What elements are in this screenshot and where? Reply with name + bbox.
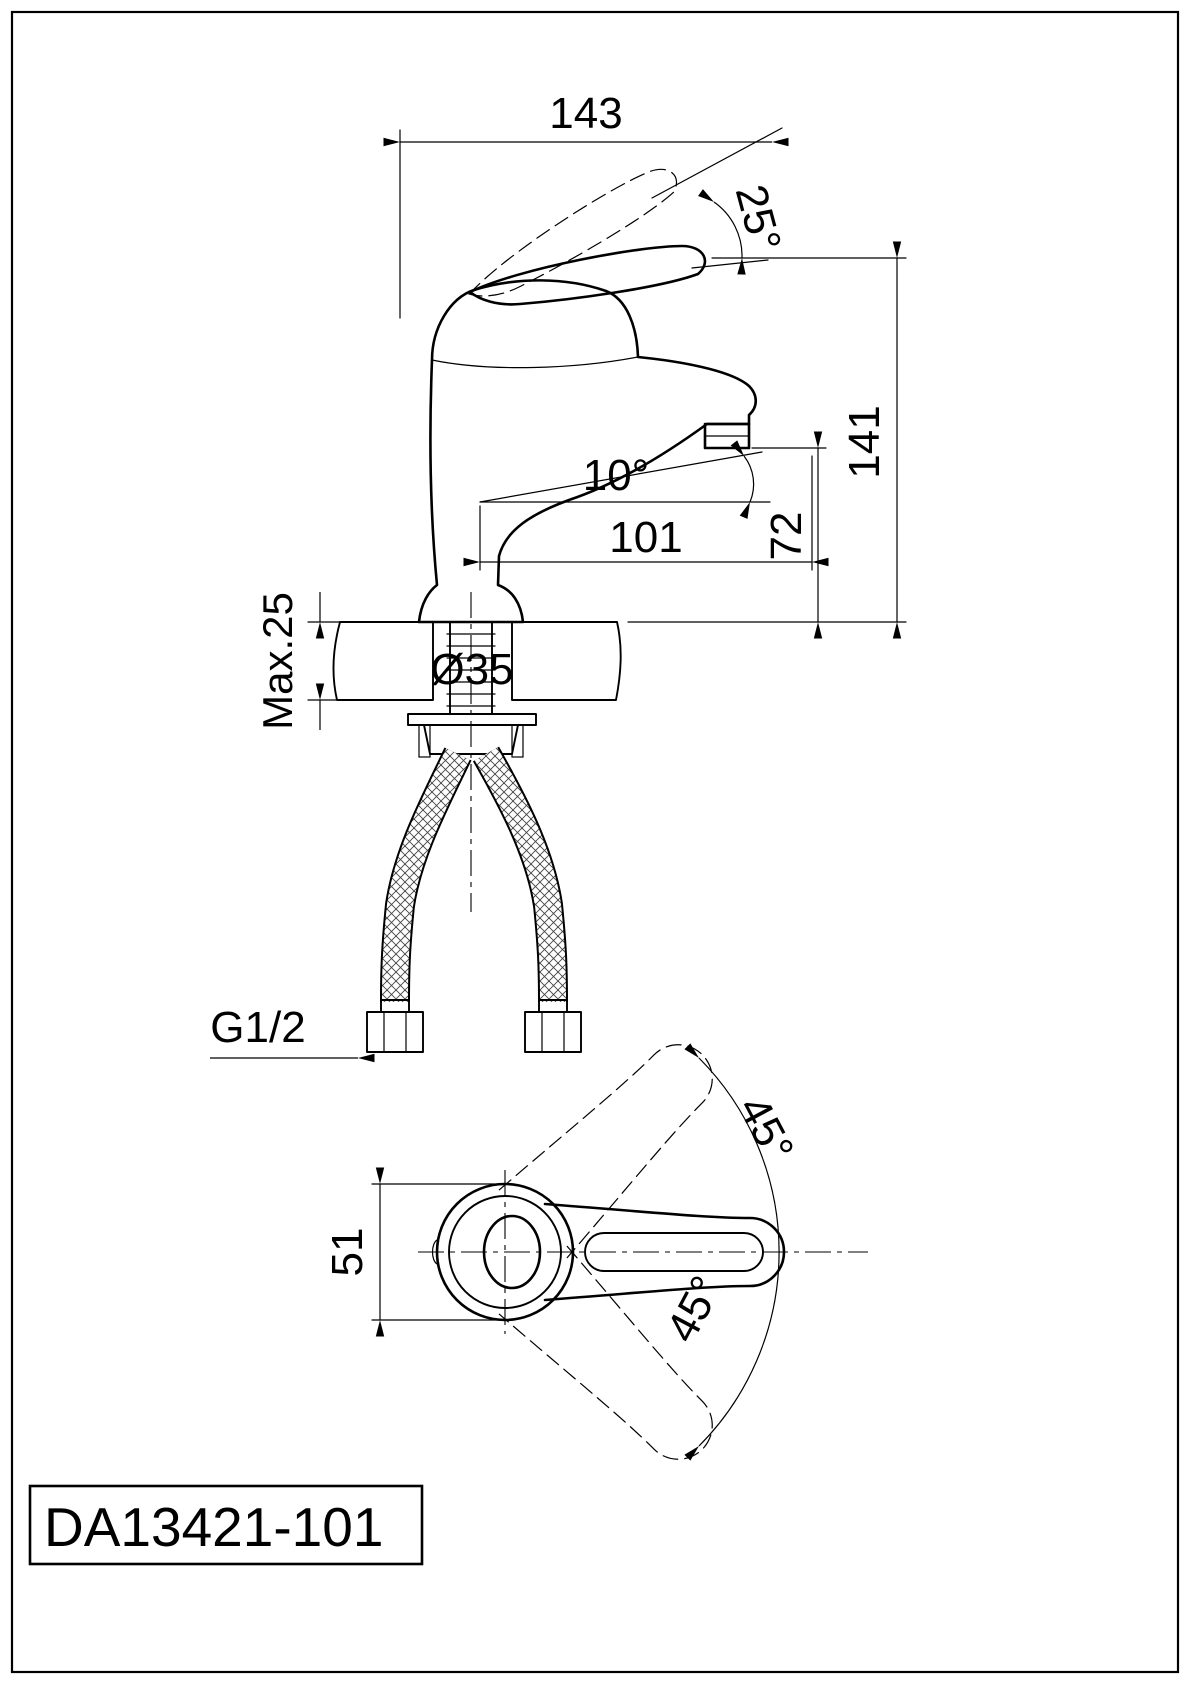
- mounting-washer: [407, 713, 537, 726]
- faucet-body-outline: [417, 279, 758, 624]
- cartridge-dome-base-line: [431, 356, 639, 369]
- fixing-screw-right: [511, 724, 524, 758]
- lever-inner-slot: [584, 1232, 764, 1272]
- thread-label-text: G1/2: [210, 1003, 305, 1052]
- dim-label-handle-width: 51: [323, 1228, 372, 1277]
- dim-label-deck-thickness: Max.25: [254, 592, 301, 730]
- fixing-screw-left: [418, 724, 431, 758]
- title-block: DA13421-101: [28, 1484, 424, 1566]
- dim-spout-angle-10: 10°: [479, 440, 771, 519]
- side-view: 143 25° 141 72 10°: [210, 89, 907, 1063]
- mounting-deck: [332, 621, 622, 701]
- hose-right-nut: [524, 1011, 582, 1053]
- handle-swing-down-dashed: [498, 1245, 713, 1460]
- dim-label-total-height: 141: [840, 405, 889, 478]
- dim-spout-reach-101: 101: [463, 455, 829, 571]
- supply-hoses: [366, 746, 582, 1053]
- cap-inner-circle: [448, 1195, 562, 1309]
- faucet-side-silhouette: [417, 168, 758, 624]
- dim-spout-height-72: 72: [751, 431, 827, 639]
- top-view: 45° 45° 51: [323, 1043, 868, 1461]
- dim-width-143: 143: [383, 89, 789, 319]
- dim-deck-thickness-max25: Max.25: [254, 592, 343, 730]
- dim-handle-width-51: 51: [323, 1167, 499, 1337]
- dim-label-width-top: 143: [549, 89, 622, 138]
- page-border: [10, 10, 1180, 1674]
- handle-lever-alt-position: [468, 168, 677, 297]
- title-block-border: [28, 1484, 424, 1566]
- dim-label-spout-height: 72: [762, 512, 811, 561]
- swing-arc: [684, 1043, 780, 1461]
- dim-label-handle-angle: 25°: [726, 180, 791, 257]
- dim-label-spout-reach: 101: [609, 513, 682, 562]
- model-number: DA13421-101: [44, 1496, 383, 1558]
- hose-left-nut: [366, 1011, 424, 1053]
- dim-handle-angle-25: 25°: [691, 180, 791, 275]
- deck-right-section: [511, 621, 622, 701]
- handle-swing-up-dashed: [498, 1044, 713, 1259]
- hose-right-braid: [474, 747, 566, 1003]
- handle-stem: [482, 1214, 542, 1290]
- label-hole-diameter: Ø35: [430, 645, 513, 694]
- handle-lever: [468, 244, 707, 306]
- cap-left-tab: [431, 1239, 438, 1265]
- cap-outer-circle: [435, 1182, 575, 1322]
- dim-label-swing-up: 45°: [729, 1088, 804, 1170]
- hose-left-braid: [382, 748, 470, 1003]
- dim-label-spout-angle: 10°: [583, 451, 650, 500]
- dim-height-141: 141: [627, 241, 907, 639]
- label-thread-g12: G1/2: [210, 1003, 375, 1063]
- dim-label-swing-down: 45°: [657, 1268, 732, 1350]
- deck-left-section: [332, 621, 434, 701]
